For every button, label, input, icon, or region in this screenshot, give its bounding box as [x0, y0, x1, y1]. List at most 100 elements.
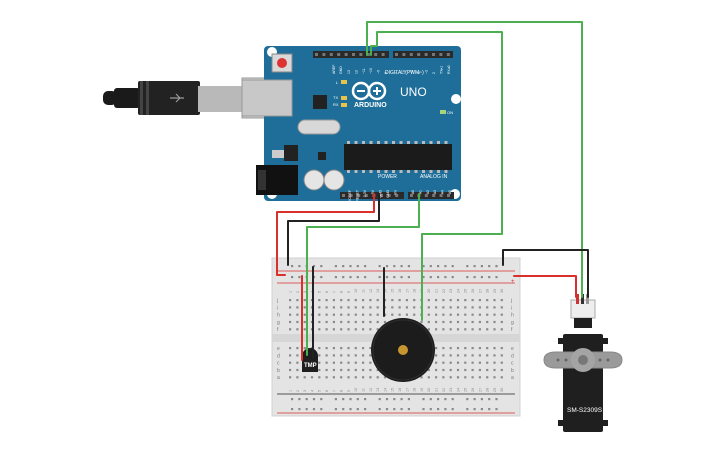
col-label: 21 [435, 289, 439, 293]
col-label: 16 [398, 289, 402, 293]
col-label: 28 [486, 289, 490, 293]
digital-header-label: DIGITAL (PWM~) [385, 70, 424, 76]
col-label: 10 [354, 388, 358, 392]
col-label: 25 [464, 388, 468, 392]
col-label: 14 [383, 289, 387, 293]
col-label: 8 [340, 291, 344, 293]
row-label: e [277, 346, 280, 352]
header-pin [402, 53, 406, 56]
col-label: 15 [391, 289, 395, 293]
digital-header-left[interactable] [313, 51, 389, 58]
col-label: 12 [369, 289, 373, 293]
row-label: j [510, 298, 512, 304]
header-pin [417, 53, 421, 56]
col-label: 2 [296, 390, 300, 392]
row-label: h [511, 313, 514, 319]
row-label: d [511, 353, 514, 359]
col-label: 22 [442, 289, 446, 293]
pin-label: A4 [441, 190, 445, 194]
header-pin [387, 194, 391, 197]
col-label: 18 [413, 388, 417, 392]
header-pin [447, 194, 450, 197]
col-label: 20 [427, 388, 431, 392]
col-label: 18 [413, 289, 417, 293]
header-pin [432, 194, 436, 197]
servo-label: SM-S2309S [567, 407, 603, 414]
header-pin [342, 194, 345, 197]
pin-label: 13 [347, 70, 351, 74]
col-label: 24 [456, 289, 460, 293]
col-label: 29 [493, 289, 497, 293]
sensor-label: TMP [304, 363, 317, 369]
on-label: ON [447, 110, 453, 115]
crystal [297, 119, 341, 135]
col-label: 2 [296, 291, 300, 293]
power-header[interactable] [340, 192, 404, 199]
col-label: 19 [420, 388, 424, 392]
analog-header-label: ANALOG IN [420, 174, 448, 180]
header-pin [424, 53, 428, 56]
pin-label: A1 [418, 190, 422, 194]
rx-led-label: RX [333, 102, 339, 107]
col-label: 8 [340, 390, 344, 392]
header-pin [395, 194, 399, 197]
header-pin [329, 53, 333, 56]
col-label: 24 [456, 388, 460, 392]
col-label: 20 [427, 289, 431, 293]
row-label: j [276, 298, 278, 304]
pin-label: ~9 [377, 70, 381, 74]
row-label: a [277, 375, 280, 381]
row-label: i [511, 305, 512, 311]
col-label: 21 [435, 388, 439, 392]
digital-header-right[interactable] [393, 51, 453, 58]
power-header-label: POWER [378, 174, 397, 180]
analog-header[interactable] [408, 192, 454, 199]
pin-label: TX▸1 [439, 66, 443, 74]
col-label: 29 [493, 388, 497, 392]
header-pin [344, 53, 348, 56]
col-label: 7 [332, 390, 336, 392]
pin-label: ~10 [369, 68, 373, 74]
header-pin [446, 53, 450, 56]
col-label: 16 [398, 388, 402, 392]
servo-motor: SM-S2309S [543, 294, 623, 432]
col-label: 17 [405, 388, 409, 392]
col-label: 30 [500, 388, 504, 392]
pin-label: 12 [354, 70, 358, 74]
arduino-logo [351, 81, 387, 101]
row-label: g [277, 320, 280, 326]
col-label: 11 [362, 388, 366, 392]
header-pin [364, 194, 368, 197]
col-label: 9 [347, 291, 351, 293]
col-label: 15 [391, 388, 395, 392]
header-pin [349, 194, 353, 197]
col-label: 22 [442, 388, 446, 392]
col-label: 27 [478, 289, 482, 293]
pin-label: GND [378, 190, 382, 198]
pin-label: 2 [432, 72, 436, 74]
pin-label: A0 [411, 190, 415, 194]
wire-servo-vcc [513, 275, 577, 298]
row-label: g [511, 320, 514, 326]
row-label: h [277, 313, 280, 319]
col-label: 6 [325, 390, 329, 392]
col-label: 11 [362, 289, 366, 293]
pin-label: A2 [426, 190, 430, 194]
col-label: 5 [318, 390, 322, 392]
col-label: 13 [376, 289, 380, 293]
header-pin [439, 194, 443, 197]
header-pin [424, 194, 428, 197]
l-led-label: L [336, 80, 339, 85]
pin-label: ~3 [425, 70, 429, 74]
col-label: 3 [303, 291, 307, 293]
wire-servo-gnd [502, 249, 589, 298]
gnd-top-label: GND [339, 66, 343, 74]
col-label: 30 [500, 289, 504, 293]
arduino-board: ARDUINO UNO ON L TX RX DIGITAL (PWM~) PO… [241, 46, 461, 202]
col-label: 1 [289, 390, 293, 392]
col-label: 26 [471, 388, 475, 392]
pin-label: Vin [394, 190, 398, 195]
row-label: b [277, 368, 280, 374]
